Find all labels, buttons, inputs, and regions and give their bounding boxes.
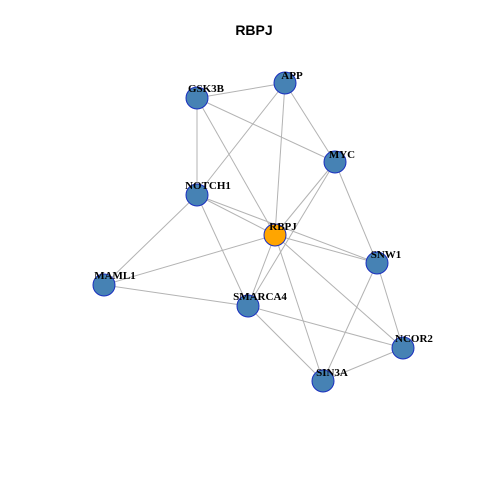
edge-rbpj-snw1 (274, 234, 378, 264)
node-sin3a: SIN3A (311, 367, 348, 393)
edge-smarca4-sin3a (247, 305, 324, 382)
edge-rbpj-smarca4 (247, 234, 276, 307)
node-ncor2: NCOR2 (391, 333, 433, 360)
node-circle-snw1 (365, 251, 389, 275)
edge-snw1-sin3a (322, 262, 378, 382)
edge-maml1-smarca4 (103, 284, 249, 307)
node-gsk3b: GSK3B (185, 83, 225, 110)
edge-rbpj-sin3a (274, 234, 324, 382)
edge-sin3a-ncor2 (322, 347, 404, 382)
edge-smarca4-ncor2 (247, 305, 404, 349)
node-app: APP (273, 70, 303, 95)
node-circle-gsk3b (185, 86, 209, 110)
edge-app-notch1 (196, 82, 286, 196)
node-circle-smarca4 (236, 294, 260, 318)
node-label-gsk3b: GSK3B (188, 83, 225, 95)
node-circle-sin3a (311, 369, 335, 393)
edge-rbpj-maml1 (103, 234, 276, 286)
edge-gsk3b-myc (196, 97, 336, 163)
node-label-app: APP (281, 70, 303, 82)
node-label-maml1: MAML1 (94, 270, 136, 282)
edge-app-myc (284, 82, 336, 163)
node-circle-notch1 (185, 183, 209, 207)
edge-myc-rbpj (274, 161, 336, 236)
edge-gsk3b-rbpj (196, 97, 276, 236)
node-circle-maml1 (92, 273, 116, 297)
edge-gsk3b-app (196, 82, 286, 99)
node-smarca4: SMARCA4 (233, 291, 287, 318)
node-circle-rbpj (263, 223, 287, 247)
graph-title: RBPJ (235, 22, 272, 38)
node-circle-app (273, 71, 297, 95)
edge-notch1-snw1 (196, 194, 378, 264)
node-myc: MYC (323, 149, 355, 174)
edge-snw1-ncor2 (376, 262, 404, 349)
edge-myc-snw1 (334, 161, 378, 264)
node-label-myc: MYC (329, 149, 355, 161)
edge-notch1-maml1 (103, 194, 198, 286)
edge-app-rbpj (274, 82, 286, 236)
node-circle-ncor2 (391, 336, 415, 360)
edge-notch1-rbpj (196, 194, 276, 236)
edge-myc-smarca4 (247, 161, 336, 307)
node-maml1: MAML1 (92, 270, 136, 297)
edge-rbpj-ncor2 (274, 234, 404, 349)
node-label-smarca4: SMARCA4 (233, 291, 287, 303)
node-circle-myc (323, 150, 347, 174)
node-label-rbpj: RBPJ (269, 221, 297, 233)
node-layer: RBPJ APP GSK3B MYC NOTCH1SNW1MAML1SMARCA4NCO… (92, 70, 433, 393)
edge-layer (103, 82, 404, 382)
node-label-ncor2: NCOR2 (395, 333, 433, 345)
node-notch1: NOTCH1 (185, 180, 231, 207)
node-label-snw1: SNW1 (371, 249, 402, 261)
node-label-notch1: NOTCH1 (185, 180, 231, 192)
node-snw1: SNW1 (365, 249, 402, 275)
node-label-sin3a: SIN3A (316, 367, 348, 379)
node-rbpj: RBPJ (263, 221, 297, 247)
